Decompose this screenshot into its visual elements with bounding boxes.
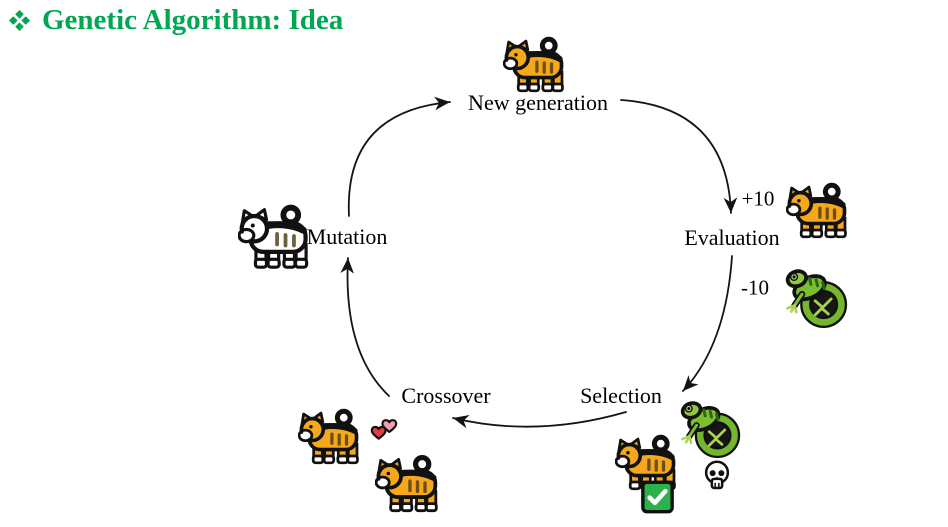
arrow-selection-to-crossover: [452, 411, 627, 429]
arrow-crossover-to-mutation: [340, 257, 390, 397]
tiger-icon: [375, 450, 443, 514]
tiger-icon: [298, 404, 364, 466]
arrow-mutation-to-new-generation: [347, 96, 451, 217]
tiger-icon: [786, 178, 852, 240]
title-text: Genetic Algorithm: Idea: [42, 4, 344, 36]
page-title: Genetic Algorithm: Idea: [8, 4, 343, 37]
lizard-icon: [784, 267, 852, 329]
check-mark-icon: [640, 480, 675, 514]
node-label-mutation: Mutation: [306, 224, 388, 249]
skull-icon: [702, 460, 732, 492]
score-negative: -10: [741, 275, 769, 300]
score-positive: +10: [741, 186, 775, 211]
two-hearts-icon: [368, 416, 401, 445]
node-label-new-generation: New generation: [468, 90, 608, 115]
node-label-selection: Selection: [580, 383, 662, 408]
white-tiger-icon: [238, 199, 314, 271]
arrow-evaluation-to-selection: [682, 255, 733, 392]
node-label-evaluation: Evaluation: [684, 225, 780, 250]
node-label-crossover: Crossover: [401, 383, 491, 408]
tiger-icon: [503, 32, 569, 94]
lizard-icon: [679, 399, 745, 459]
diamond-bullet-icon: [8, 9, 31, 32]
arrow-new-generation-to-evaluation: [620, 99, 738, 214]
